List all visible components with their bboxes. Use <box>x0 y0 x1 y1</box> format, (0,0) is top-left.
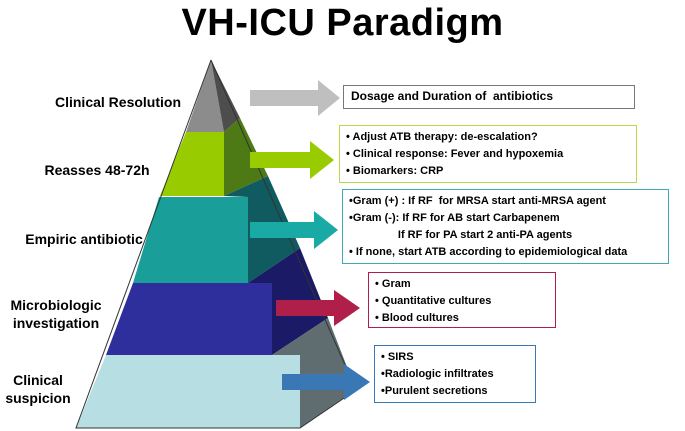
info-box-empiric: •Gram (+) : If RF for MRSA start anti-MR… <box>342 189 669 264</box>
pyramid-outline <box>75 59 357 429</box>
info-item: If RF for PA start 2 anti-PA agents <box>349 229 573 241</box>
info-item: Dosage and Duration of antibiotics <box>351 89 554 103</box>
arrow-empiric <box>250 211 338 249</box>
info-item: •Radiologic infiltrates <box>381 368 494 380</box>
pyramid-level-micro-face <box>106 283 272 355</box>
info-item: • SIRS <box>381 351 414 363</box>
info-item: • Biomarkers: CRP <box>346 165 444 177</box>
info-item: •Purulent secretions <box>381 385 488 397</box>
arrow-resolution <box>250 80 340 116</box>
pyramid-level-empiric-face <box>133 197 248 283</box>
info-item: • Blood cultures <box>375 312 459 324</box>
diagram-title: VH-ICU Paradigm <box>181 2 504 44</box>
level-label-empiric: Empiric antibiotic <box>25 231 143 247</box>
level-label-micro: Microbiologic investigation <box>10 297 102 331</box>
info-box-micro: • Gram • Quantitative cultures • Blood c… <box>368 272 556 328</box>
pyramid-level-suspicion-side <box>272 318 356 428</box>
info-box-reasses: • Adjust ATB therapy: de-escalation? • C… <box>339 125 637 183</box>
arrow-suspicion <box>282 364 370 400</box>
pyramid-level-resolution-front <box>186 60 224 132</box>
info-item: • If none, start ATB according to epidem… <box>349 246 628 258</box>
info-item: • Gram <box>375 278 411 290</box>
arrow-micro <box>276 290 360 326</box>
pyramid-level-reasses-side <box>224 118 268 196</box>
level-label-reasses: Reasses 48-72h <box>44 162 150 178</box>
pyramid-level-resolution-side <box>211 60 240 132</box>
level-label-suspicion: Clinical suspicion <box>5 372 71 406</box>
level-label-resolution: Clinical Resolution <box>54 94 181 110</box>
info-item: •Gram (-): If RF for AB start Carbapenem <box>349 212 560 224</box>
info-item: • Quantitative cultures <box>375 295 492 307</box>
info-item: • Clinical response: Fever and hypoxemia <box>346 148 564 160</box>
info-item: •Gram (+) : If RF for MRSA start anti-MR… <box>349 195 606 207</box>
pyramid-level-suspicion-face <box>76 355 300 428</box>
info-box-suspicion: • SIRS •Radiologic infiltrates •Purulent… <box>374 345 536 403</box>
info-item: • Adjust ATB therapy: de-escalation? <box>346 131 538 143</box>
arrow-reasses <box>250 141 334 179</box>
info-box-resolution: Dosage and Duration of antibiotics <box>343 85 635 109</box>
pyramid-level-reasses-front <box>160 132 224 196</box>
